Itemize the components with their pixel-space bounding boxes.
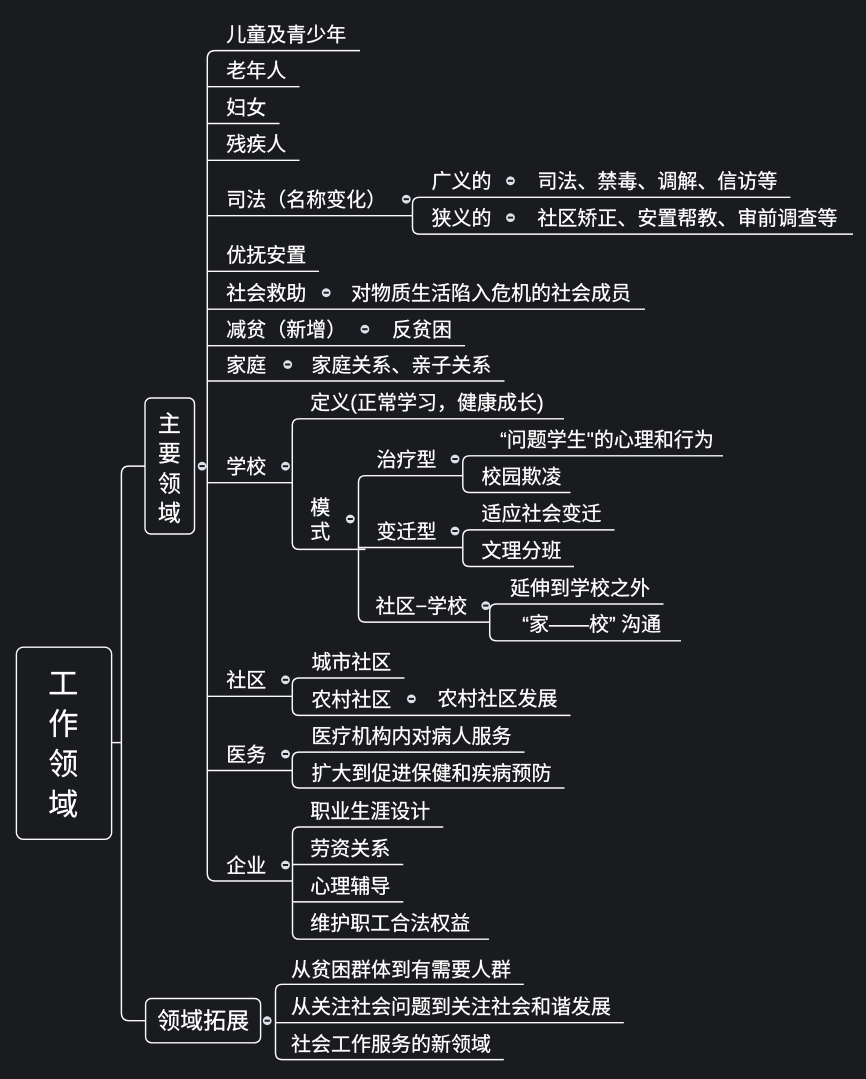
svg-text:模: 模 <box>310 496 330 519</box>
svg-text:司法（名称变化）: 司法（名称变化） <box>226 189 386 212</box>
svg-text:适应社会变迁: 适应社会变迁 <box>482 503 602 526</box>
svg-text:社区−学校: 社区−学校 <box>376 595 468 618</box>
svg-text:心理辅导: 心理辅导 <box>310 875 390 898</box>
svg-text:工: 工 <box>48 668 78 701</box>
svg-text:儿童及青少年: 儿童及青少年 <box>226 23 346 46</box>
svg-text:域: 域 <box>158 500 181 526</box>
svg-text:劳资关系: 劳资关系 <box>310 837 390 860</box>
svg-text:维护职工合法权益: 维护职工合法权益 <box>310 912 470 935</box>
svg-text:要: 要 <box>158 441 181 467</box>
svg-text:农村社区发展: 农村社区发展 <box>438 687 558 710</box>
svg-text:狭义的: 狭义的 <box>432 207 492 230</box>
svg-text:广义的: 广义的 <box>432 170 492 193</box>
svg-text:从关注社会问题到关注社会和谐发展: 从关注社会问题到关注社会和谐发展 <box>291 996 611 1019</box>
svg-text:治疗型: 治疗型 <box>377 448 437 471</box>
svg-text:农村社区: 农村社区 <box>311 688 391 711</box>
svg-text:家庭: 家庭 <box>226 354 266 377</box>
svg-text:社区: 社区 <box>226 669 266 692</box>
svg-text:医务: 医务 <box>226 743 266 766</box>
svg-text:领: 领 <box>158 471 181 497</box>
svg-text:领: 领 <box>48 749 78 782</box>
svg-text:老年人: 老年人 <box>226 60 286 83</box>
svg-text:学校: 学校 <box>226 456 266 479</box>
svg-text:优抚安置: 优抚安置 <box>226 244 306 267</box>
svg-text:城市社区: 城市社区 <box>311 651 391 674</box>
svg-text:反贫困: 反贫困 <box>392 319 452 342</box>
svg-text:变迁型: 变迁型 <box>377 520 437 543</box>
svg-text:“家——校” 沟通: “家——校” 沟通 <box>522 613 661 636</box>
svg-text:文理分班: 文理分班 <box>482 540 562 563</box>
svg-text:定义(正常学习，健康成长): 定义(正常学习，健康成长) <box>310 392 543 415</box>
svg-text:司法、禁毒、调解、信访等: 司法、禁毒、调解、信访等 <box>537 170 777 193</box>
svg-text:家庭关系、亲子关系: 家庭关系、亲子关系 <box>311 354 491 377</box>
svg-text:社会救助: 社会救助 <box>226 282 306 305</box>
svg-text:延伸到学校之外: 延伸到学校之外 <box>510 577 650 600</box>
svg-text:残疾人: 残疾人 <box>226 133 286 156</box>
svg-text:企业: 企业 <box>226 854 266 877</box>
svg-text:校园欺凌: 校园欺凌 <box>482 465 562 488</box>
svg-text:“问题学生"的心理和行为: “问题学生"的心理和行为 <box>500 429 714 452</box>
svg-text:式: 式 <box>310 520 330 543</box>
svg-text:作: 作 <box>48 708 78 741</box>
svg-text:从贫困群体到有需要人群: 从贫困群体到有需要人群 <box>291 958 511 981</box>
svg-text:社区矫正、安置帮教、审前调查等: 社区矫正、安置帮教、审前调查等 <box>537 207 837 230</box>
svg-text:主: 主 <box>158 410 181 436</box>
svg-text:医疗机构内对病人服务: 医疗机构内对病人服务 <box>312 725 512 748</box>
svg-text:对物质生活陷入危机的社会成员: 对物质生活陷入危机的社会成员 <box>351 282 631 305</box>
svg-text:职业生涯设计: 职业生涯设计 <box>310 800 430 823</box>
svg-text:领域拓展: 领域拓展 <box>157 1008 249 1034</box>
svg-text:扩大到促进保健和疾病预防: 扩大到促进保健和疾病预防 <box>312 762 552 785</box>
svg-text:减贫（新增）: 减贫（新增） <box>226 319 346 342</box>
svg-text:域: 域 <box>48 789 78 822</box>
svg-text:社会工作服务的新领域: 社会工作服务的新领域 <box>291 1033 491 1056</box>
svg-text:妇女: 妇女 <box>226 96 266 119</box>
